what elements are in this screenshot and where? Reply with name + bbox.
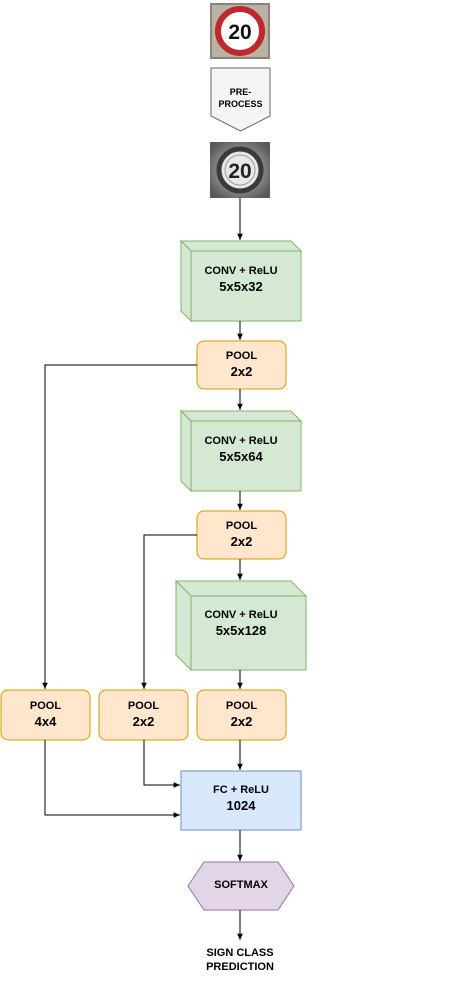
pool1-label: POOL 2x2	[197, 349, 286, 380]
pool3-label: POOL 2x2	[197, 699, 286, 730]
arrow-pool-2x2-to-fc	[143, 740, 180, 788]
fc-label-line2: 1024	[226, 798, 256, 813]
conv1-label: CONV + ReLU 5x5x32	[191, 264, 291, 295]
connectors	[42, 198, 243, 940]
preprocess-label-line2: PROCESS	[218, 99, 263, 109]
conv3-label-line2: 5x5x128	[215, 623, 267, 638]
output-label: SIGN CLASS PREDICTION	[170, 946, 310, 974]
conv2-label-line2: 5x5x64	[219, 449, 263, 464]
pool-2x2-branch-label-line1: POOL	[127, 700, 160, 712]
input-sign-image: 20	[210, 3, 270, 59]
conv2-box	[179, 409, 303, 493]
output-label-line2: PREDICTION	[206, 961, 274, 973]
fc-box	[180, 770, 302, 831]
pool-2x2-branch-label: POOL 2x2	[99, 699, 188, 730]
softmax-label: SOFTMAX	[188, 878, 294, 892]
preprocess-shape	[210, 67, 271, 132]
pool2-label-line1: POOL	[225, 520, 258, 532]
pool-4x4-label: POOL 4x4	[1, 699, 90, 730]
conv2-label: CONV + ReLU 5x5x64	[191, 434, 291, 465]
conv3-label-line1: CONV + ReLU	[204, 609, 278, 621]
processed-sign-image: 20	[210, 142, 270, 198]
pool-2x2-branch-label-line2: 2x2	[132, 714, 155, 729]
conv1-label-line2: 5x5x32	[219, 279, 263, 294]
conv3-box	[174, 579, 308, 672]
pool-4x4-label-line1: POOL	[29, 700, 62, 712]
pool1-label-line1: POOL	[225, 350, 258, 362]
pool-4x4-label-line2: 4x4	[34, 714, 57, 729]
pool2-label: POOL 2x2	[197, 519, 286, 550]
pool3-box	[196, 689, 287, 741]
preprocess-label-line1: PRE-	[229, 87, 252, 97]
fc-label: FC + ReLU 1024	[181, 783, 301, 814]
pool3-label-line2: 2x2	[230, 714, 253, 729]
softmax-label-text: SOFTMAX	[214, 879, 268, 891]
conv3-label: CONV + ReLU 5x5x128	[191, 608, 291, 639]
arrow-pool2-to-pool-2x2	[141, 534, 197, 689]
pool2-label-line2: 2x2	[230, 534, 253, 549]
processed-sign-number: 20	[228, 160, 251, 183]
fc-label-line1: FC + ReLU	[213, 784, 269, 796]
pool3-label-line1: POOL	[225, 700, 258, 712]
pool1-label-line2: 2x2	[230, 364, 253, 379]
softmax-shape	[187, 861, 295, 911]
conv1-label-line1: CONV + ReLU	[204, 265, 278, 277]
input-sign-number: 20	[228, 21, 251, 44]
arrow-pool1-to-pool-4x4	[42, 364, 197, 689]
conv1-box	[179, 239, 303, 323]
conv2-label-line1: CONV + ReLU	[204, 435, 278, 447]
arrow-pool-4x4-to-fc	[44, 740, 180, 818]
output-label-line1: SIGN CLASS	[206, 947, 274, 959]
preprocess-label: PRE- PROCESS	[211, 86, 270, 110]
